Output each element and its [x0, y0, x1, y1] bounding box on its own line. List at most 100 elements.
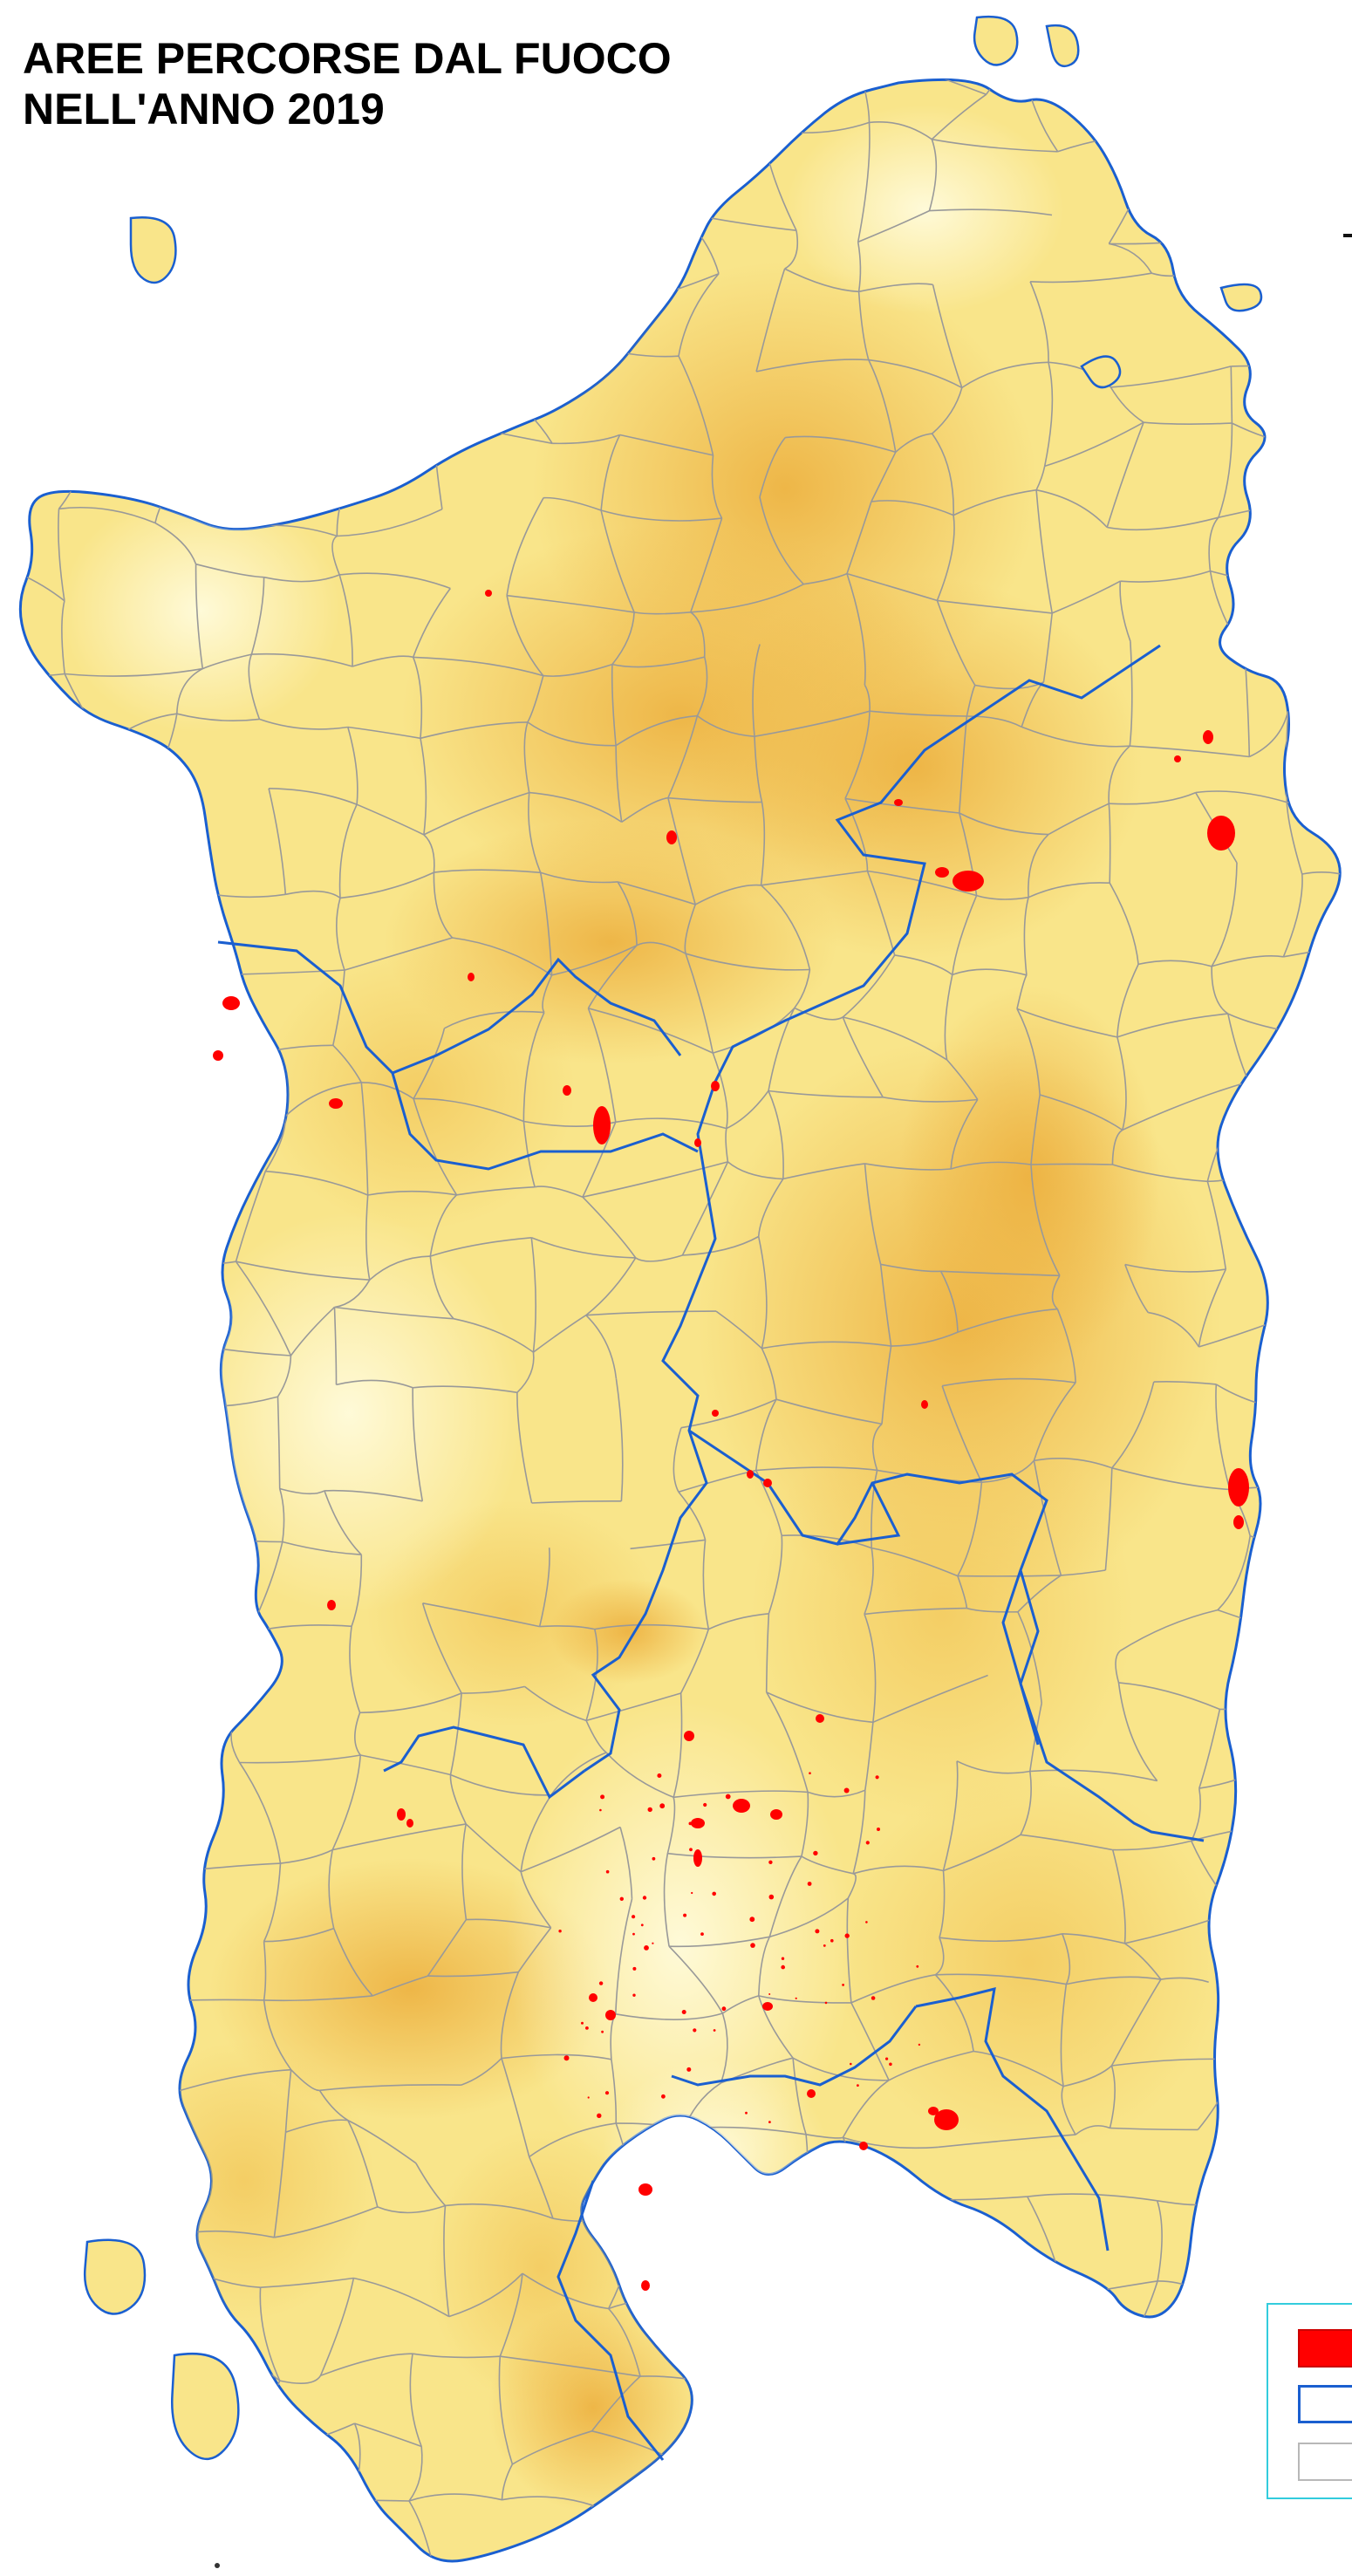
municipal-border-segment: [712, 2540, 726, 2572]
municipal-border-segment: [708, 52, 714, 153]
municipal-border-segment: [600, 210, 680, 213]
burned-speck: [703, 1803, 707, 1807]
municipal-border-segment: [19, 2051, 116, 2074]
municipal-border-segment: [188, 303, 272, 311]
municipal-border-segment: [88, 1474, 106, 1548]
municipal-border-segment: [1307, 1639, 1311, 1685]
municipal-border-segment: [154, 136, 253, 158]
municipal-border-segment: [181, 2268, 188, 2343]
municipal-border-segment: [0, 1780, 107, 1782]
municipal-border-segment: [1058, 2501, 1067, 2572]
burned-area-32: [859, 2142, 868, 2150]
municipal-border-segment: [784, 2269, 891, 2306]
municipal-border-segment: [929, 2418, 932, 2516]
burned-area-3: [935, 867, 949, 878]
municipal-border-segment: [0, 742, 106, 762]
municipal-border-segment: [92, 802, 145, 833]
municipal-border-segment: [0, 1553, 22, 1616]
burned-area-27: [485, 590, 492, 597]
municipal-border-segment: [1317, 1824, 1328, 1936]
municipal-border-segment: [585, 310, 613, 344]
municipal-border-segment: [0, 1239, 14, 1342]
edge-dot: [215, 2563, 220, 2568]
municipal-border-segment: [497, 344, 584, 386]
burned-speck: [712, 1892, 716, 1896]
municipal-border-segment: [932, 2391, 963, 2418]
burned-speck: [769, 1895, 775, 1900]
municipal-border-segment: [1309, 1684, 1352, 1724]
burned-speck: [916, 1965, 918, 1968]
municipal-border-segment: [1249, 1082, 1298, 1098]
municipal-border-segment: [58, 199, 102, 274]
municipal-border-segment: [617, 138, 714, 152]
islet-5: [85, 2240, 145, 2314]
burned-area-22: [762, 2002, 773, 2011]
municipal-border-segment: [58, 902, 76, 960]
municipal-border-segment: [1286, 1527, 1352, 1534]
municipal-border-segment: [422, 359, 498, 386]
municipal-border-segment: [0, 1616, 115, 1641]
burned-speck: [659, 1803, 665, 1808]
map-title-line-2: NELL'ANNO 2019: [23, 84, 672, 134]
municipal-border-segment: [1293, 650, 1352, 656]
municipal-border-segment: [727, 2300, 784, 2306]
burned-speck: [641, 1923, 644, 1926]
municipal-border-segment: [102, 2351, 110, 2438]
municipal-border-segment: [781, 2372, 795, 2436]
municipal-border-segment: [79, 2127, 174, 2163]
municipal-border-segment: [1062, 2394, 1076, 2444]
municipal-border-segment: [106, 1548, 115, 1640]
municipal-border-segment: [1290, 376, 1333, 442]
burned-area-21: [605, 2010, 616, 2020]
municipal-border-segment: [0, 1341, 14, 1394]
map-title-line-1: AREE PERCORSE DAL FUOCO: [23, 33, 672, 84]
burned-speck: [693, 2028, 696, 2032]
municipal-border-segment: [113, 1681, 188, 1710]
municipal-border-segment: [83, 1425, 88, 1474]
burned-area-35: [894, 799, 903, 806]
municipal-border-segment: [174, 2093, 176, 2127]
municipal-border-segment: [171, 962, 232, 975]
municipal-border-segment: [147, 2498, 290, 2536]
burned-speck: [844, 1788, 850, 1794]
burned-speck: [795, 1998, 797, 1999]
burned-speck: [877, 1828, 880, 1831]
municipal-border-segment: [522, 130, 527, 193]
municipal-border-segment: [1319, 58, 1352, 95]
municipal-border-segment: [252, 311, 272, 389]
municipal-border-segment: [1333, 1268, 1352, 1275]
municipal-border-segment: [1294, 1032, 1352, 1035]
burned-speck: [808, 1882, 812, 1886]
burned-speck: [823, 1944, 826, 1947]
burned-speck: [683, 1914, 686, 1917]
burned-speck: [714, 2029, 716, 2032]
municipal-border-segment: [416, 225, 452, 268]
burned-speck: [601, 2031, 604, 2033]
burned-area-13: [694, 1138, 701, 1147]
burned-speck: [768, 2121, 771, 2123]
municipal-border-segment: [107, 1780, 146, 1784]
municipal-border-segment: [1294, 1032, 1297, 1098]
municipal-border-segment: [63, 1255, 164, 1261]
burned-speck: [689, 1848, 693, 1851]
municipal-border-segment: [69, 2163, 80, 2243]
burned-speck: [815, 1929, 819, 1933]
municipal-border-segment: [92, 1872, 117, 1917]
municipal-border-segment: [1288, 711, 1352, 763]
burned-speck: [643, 1896, 646, 1899]
municipal-border-segment: [271, 243, 285, 311]
burned-area-25: [468, 973, 475, 981]
municipal-border-segment: [1313, 1304, 1319, 1411]
burned-speck: [830, 1939, 834, 1943]
burned-speck: [686, 2067, 691, 2072]
municipal-border-segment: [1279, 2007, 1334, 2056]
burned-speck: [657, 1773, 661, 1778]
municipal-border-segment: [253, 136, 284, 243]
municipal-border-segment: [1056, 2297, 1065, 2394]
municipal-border-segment: [677, 2462, 725, 2541]
municipal-border-segment: [0, 197, 102, 204]
municipal-border-segment: [871, 2200, 933, 2221]
burned-area-15: [397, 1808, 406, 1821]
burned-area-34: [589, 1993, 597, 2002]
municipal-border-segment: [102, 2343, 188, 2351]
